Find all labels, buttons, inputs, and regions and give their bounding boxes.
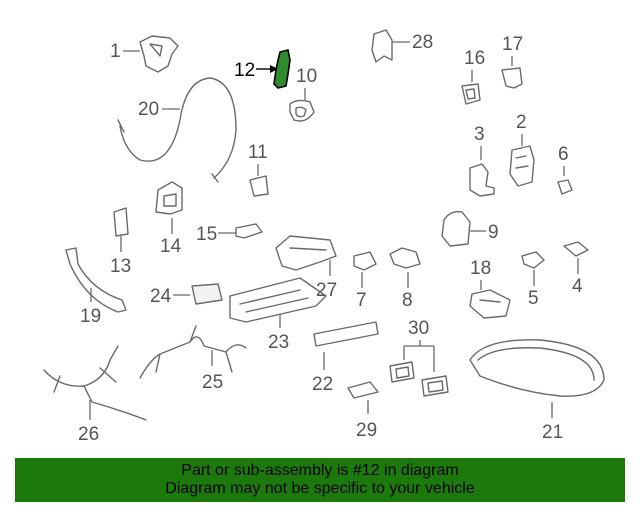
part-16[interactable]: 16 <box>461 48 485 105</box>
callout-4: 4 <box>572 276 583 297</box>
part-9[interactable]: 9 <box>441 210 499 247</box>
callout-8: 8 <box>402 290 413 311</box>
callout-27: 27 <box>316 280 337 301</box>
callout-7: 7 <box>356 290 367 311</box>
callout-13: 13 <box>110 256 131 277</box>
part-24[interactable]: 24 <box>150 283 223 307</box>
part-1[interactable]: 1 <box>110 35 179 73</box>
part-26[interactable]: 26 <box>43 345 147 445</box>
part-22[interactable]: 22 <box>312 321 379 395</box>
callout-30: 30 <box>408 318 429 339</box>
info-banner: Part or sub-assembly is #12 in diagram D… <box>15 458 625 502</box>
part-10[interactable]: 10 <box>289 66 317 122</box>
callout-22: 22 <box>312 374 333 395</box>
part-19[interactable]: 19 <box>65 247 127 327</box>
callout-18: 18 <box>470 258 491 279</box>
part-5[interactable]: 5 <box>521 251 545 309</box>
part-4[interactable]: 4 <box>563 241 589 297</box>
part-23[interactable]: 23 <box>229 277 327 353</box>
part-2[interactable]: 2 <box>509 112 535 187</box>
part-20[interactable]: 20 <box>117 77 237 183</box>
part-18[interactable]: 18 <box>469 258 511 319</box>
part-6[interactable]: 6 <box>557 144 573 195</box>
part-17[interactable]: 17 <box>501 34 523 89</box>
callout-9: 9 <box>488 222 499 243</box>
part-28[interactable]: 28 <box>371 29 433 63</box>
callout-28: 28 <box>412 32 433 53</box>
part-27[interactable]: 27 <box>275 235 337 301</box>
callout-3: 3 <box>474 124 485 145</box>
part-14[interactable]: 14 <box>155 181 183 257</box>
callout-15: 15 <box>196 224 217 245</box>
callout-19: 19 <box>80 306 101 327</box>
part-25[interactable]: 25 <box>139 325 247 393</box>
part-12-highlighted[interactable]: 12 <box>234 49 291 89</box>
banner-line-1: Part or sub-assembly is #12 in diagram <box>181 462 459 479</box>
part-7[interactable]: 7 <box>353 251 377 311</box>
part-11[interactable]: 11 <box>248 142 269 197</box>
part-13[interactable]: 13 <box>110 207 131 277</box>
callout-21: 21 <box>542 422 563 443</box>
callout-2: 2 <box>516 112 527 133</box>
callout-16: 16 <box>464 48 485 69</box>
part-21[interactable]: 21 <box>469 339 605 443</box>
part-8[interactable]: 8 <box>389 247 421 311</box>
callout-11: 11 <box>248 142 268 163</box>
callout-14: 14 <box>160 236 182 257</box>
callout-6: 6 <box>558 144 569 165</box>
part-3[interactable]: 3 <box>469 124 495 197</box>
part-29[interactable]: 29 <box>347 381 379 441</box>
part-15[interactable]: 15 <box>196 223 263 245</box>
callout-1: 1 <box>110 41 121 62</box>
callout-12: 12 <box>234 60 255 81</box>
callout-25: 25 <box>202 372 223 393</box>
exploded-parts-diagram: 1 12 10 28 16 17 20 3 <box>43 29 605 445</box>
callout-23: 23 <box>268 332 289 353</box>
callout-20: 20 <box>138 99 159 120</box>
callout-10: 10 <box>296 66 317 87</box>
callout-26: 26 <box>78 424 99 445</box>
banner-line-2: Diagram may not be specific to your vehi… <box>165 480 475 497</box>
callout-17: 17 <box>502 34 523 55</box>
callout-29: 29 <box>356 420 377 441</box>
part-30[interactable]: 30 <box>389 318 449 397</box>
callout-5: 5 <box>528 288 539 309</box>
callout-24: 24 <box>150 286 172 307</box>
